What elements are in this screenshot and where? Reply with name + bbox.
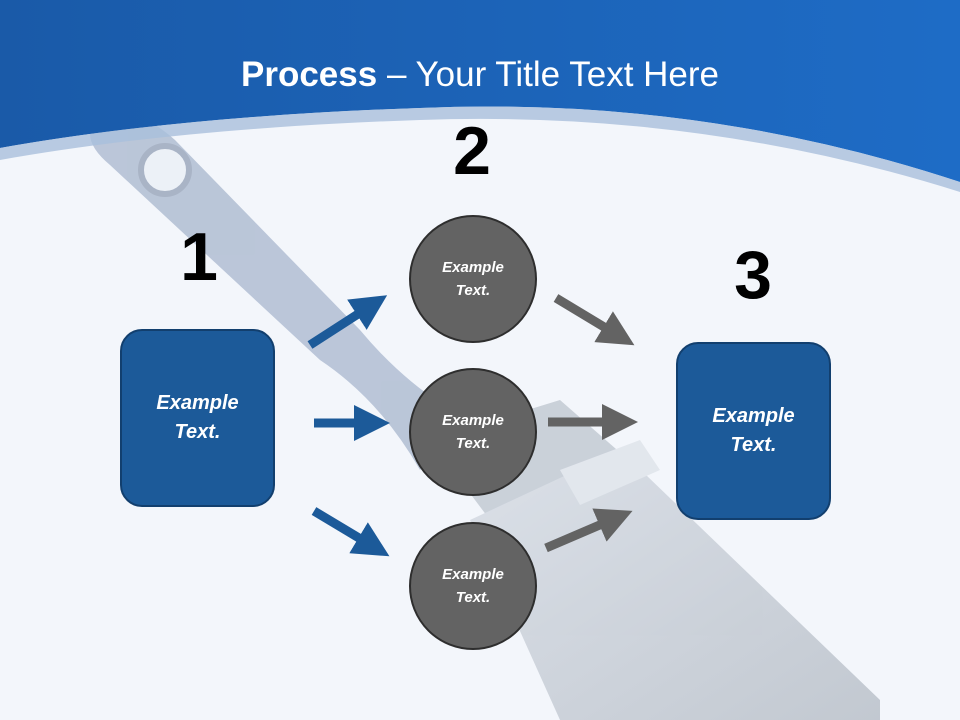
step-3-line-2: Text. <box>730 434 777 456</box>
step-2-circle-1-text: Example Text. <box>442 256 504 302</box>
step-3-line-1: Example <box>712 405 795 427</box>
header-swoosh <box>0 106 960 192</box>
arrow-step1-to-circle1 <box>307 295 388 349</box>
step-1-text: Example Text. <box>156 389 238 447</box>
circle-1-line-1: Example <box>442 259 504 276</box>
arrow-circle1-to-step3 <box>553 294 635 346</box>
title-rest: – Your Title Text Here <box>377 55 719 94</box>
arrow-step1-to-circle3 <box>311 507 390 557</box>
step-2-circle-2-text: Example Text. <box>442 409 504 455</box>
step-1-number: 1 <box>180 219 218 295</box>
paintbrush-image <box>90 113 880 720</box>
step-2-circle-2: Example Text. <box>409 368 537 496</box>
circle-2-line-1: Example <box>442 412 504 429</box>
arrow-circle3-to-step3 <box>544 508 633 553</box>
header-band <box>0 0 960 182</box>
circle-3-line-1: Example <box>442 566 504 583</box>
step-3-number: 3 <box>734 237 772 313</box>
step-2-circle-3: Example Text. <box>409 522 537 650</box>
step-1-line-1: Example <box>156 392 239 414</box>
step-1-box: Example Text. <box>120 329 275 507</box>
step-2-number: 2 <box>453 113 491 189</box>
circle-2-line-2: Text. <box>455 435 491 452</box>
step-3-text: Example Text. <box>712 402 794 460</box>
circle-1-line-2: Text. <box>455 282 491 299</box>
step-1-line-2: Text. <box>174 421 221 443</box>
step-3-box: Example Text. <box>676 342 831 520</box>
step-2-circle-3-text: Example Text. <box>442 563 504 609</box>
title-bold: Process <box>241 55 378 94</box>
slide-title: Process – Your Title Text Here <box>0 50 960 100</box>
circle-3-line-2: Text. <box>455 589 491 606</box>
step-2-circle-1: Example Text. <box>409 215 537 343</box>
